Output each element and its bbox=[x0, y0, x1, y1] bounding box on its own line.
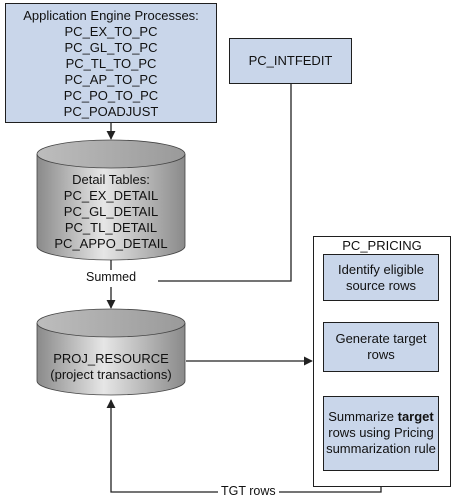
ae-processes-box: Application Engine Processes: PC_EX_TO_P… bbox=[5, 3, 217, 123]
pc-intfedit-label: PC_INTFEDIT bbox=[248, 53, 333, 68]
ae-process-item: PC_AP_TO_PC bbox=[64, 72, 158, 87]
ae-process-item: PC_EX_TO_PC bbox=[64, 24, 158, 39]
step-identify-line2: source rows bbox=[345, 278, 417, 293]
pricing-step-summarize: Summarize target rows using Pricing summ… bbox=[323, 396, 439, 471]
step-identify-line1: Identify eligible bbox=[338, 262, 424, 277]
ae-process-item: PC_PO_TO_PC bbox=[63, 88, 159, 103]
proj-resource-cylinder bbox=[36, 308, 186, 396]
ae-process-item: PC_POADJUST bbox=[63, 104, 159, 119]
detail-table-item: PC_GL_DETAIL bbox=[63, 204, 159, 219]
step-summarize-line1: Summarize target bbox=[324, 409, 438, 425]
ae-processes-title: Application Engine Processes: bbox=[23, 8, 199, 23]
proj-resource-desc: (project transactions) bbox=[50, 367, 172, 382]
proj-resource-text: PROJ_RESOURCE (project transactions) bbox=[37, 351, 185, 383]
step-generate-line1: Generate target bbox=[335, 331, 427, 346]
pc-intfedit-box: PC_INTFEDIT bbox=[229, 38, 352, 84]
detail-table-item: PC_EX_DETAIL bbox=[63, 188, 159, 203]
step-summarize-line3: summarization rule bbox=[326, 441, 436, 456]
step-summarize-bold: target bbox=[397, 409, 434, 424]
connector-intfedit bbox=[158, 84, 292, 282]
ae-process-item: PC_GL_TO_PC bbox=[64, 40, 158, 55]
pc-pricing-title: PC_PRICING bbox=[342, 238, 422, 253]
proj-resource-name: PROJ_RESOURCE bbox=[53, 351, 169, 366]
step-summarize-pre: Summarize bbox=[328, 409, 398, 424]
detail-tables-text: Detail Tables: PC_EX_DETAIL PC_GL_DETAIL… bbox=[37, 172, 185, 252]
detail-tables-title: Detail Tables: bbox=[72, 172, 150, 187]
pricing-step-identify: Identify eligible source rows bbox=[323, 254, 439, 301]
detail-table-item: PC_APPO_DETAIL bbox=[54, 236, 168, 251]
tgt-rows-label: TGT rows bbox=[218, 484, 279, 498]
ae-process-item: PC_TL_TO_PC bbox=[65, 56, 157, 71]
pricing-step-generate: Generate target rows bbox=[323, 322, 439, 372]
detail-tables-cylinder bbox=[36, 139, 186, 261]
step-summarize-line2: rows using Pricing bbox=[328, 425, 434, 440]
detail-table-item: PC_TL_DETAIL bbox=[64, 220, 158, 235]
summed-label: Summed bbox=[84, 270, 139, 284]
step-generate-line2: rows bbox=[367, 347, 395, 362]
